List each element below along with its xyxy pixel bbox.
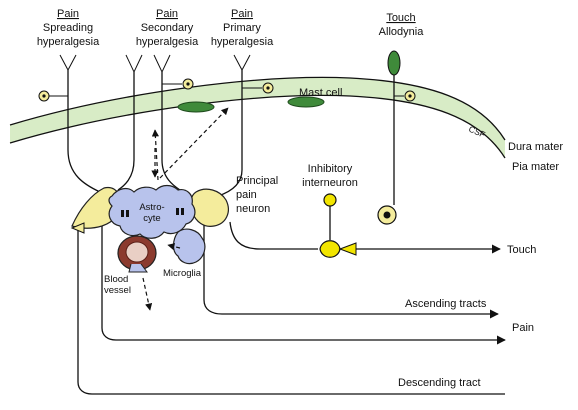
principal-neuron-label: pain bbox=[236, 189, 257, 201]
pia-mater-label: Pia mater bbox=[512, 161, 559, 173]
tract-pain bbox=[101, 225, 506, 345]
inhibitory-interneuron-label: Inhibitory bbox=[308, 163, 353, 175]
mast-cell-label: Mast cell bbox=[299, 87, 342, 99]
principal-neuron-label: Principal bbox=[236, 175, 278, 187]
pia-mater-line bbox=[9, 94, 506, 159]
principal-neuron-label: neuron bbox=[236, 203, 270, 215]
svg-text:cyte: cyte bbox=[143, 213, 160, 224]
header-touch: Touch Allodynia bbox=[379, 12, 425, 38]
astrocyte: Astro- cyte bbox=[108, 184, 196, 239]
inhibitory-interneuron-label: interneuron bbox=[302, 177, 358, 189]
output-ascending-label: Ascending tracts bbox=[405, 298, 487, 310]
svg-text:Primary: Primary bbox=[223, 22, 261, 34]
gap-junction-left bbox=[121, 210, 129, 217]
svg-text:hyperalgesia: hyperalgesia bbox=[211, 36, 274, 48]
svg-text:Pain: Pain bbox=[156, 8, 178, 20]
mast-cell bbox=[177, 101, 215, 113]
afferent-secondary-b bbox=[153, 54, 194, 191]
afferent-touch bbox=[377, 50, 416, 225]
dura-mater-line bbox=[9, 76, 506, 141]
tract-descending bbox=[77, 228, 505, 395]
svg-text:hyperalgesia: hyperalgesia bbox=[37, 36, 100, 48]
svg-text:hyperalgesia: hyperalgesia bbox=[136, 36, 199, 48]
header-spreading: Pain Spreading hyperalgesia bbox=[37, 8, 100, 48]
dashed-arrow-up-right bbox=[159, 107, 229, 179]
mast-cell bbox=[287, 96, 325, 108]
svg-text:Secondary: Secondary bbox=[141, 22, 194, 34]
blood-vessel bbox=[117, 235, 157, 273]
dura-mater-label: Dura mater bbox=[508, 141, 563, 153]
synapse-terminal bbox=[70, 222, 85, 234]
svg-text:Touch: Touch bbox=[386, 12, 415, 24]
inhibitory-interneuron bbox=[319, 193, 357, 258]
svg-text:Pain: Pain bbox=[57, 8, 79, 20]
microglia bbox=[172, 228, 206, 265]
tract-ascending bbox=[203, 218, 499, 319]
header-secondary: Pain Secondary hyperalgesia bbox=[136, 8, 199, 48]
svg-text:Allodynia: Allodynia bbox=[379, 26, 425, 38]
blood-vessel-label: Blood bbox=[104, 274, 128, 285]
svg-text:Astro-: Astro- bbox=[139, 202, 164, 213]
svg-text:Spreading: Spreading bbox=[43, 22, 93, 34]
gap-junction-right bbox=[176, 208, 184, 215]
microglia-label: Microglia bbox=[163, 268, 202, 279]
output-descending-label: Descending tract bbox=[398, 377, 481, 389]
output-pain-label: Pain bbox=[512, 322, 534, 334]
svg-text:Pain: Pain bbox=[231, 8, 253, 20]
afferent-spreading bbox=[38, 54, 101, 193]
dashed-arrow-microglia bbox=[167, 243, 181, 251]
dashed-arrow-from-vessel bbox=[142, 277, 153, 311]
header-primary: Pain Primary hyperalgesia bbox=[211, 8, 274, 48]
afferent-secondary-a bbox=[117, 54, 143, 191]
touch-to-principal bbox=[229, 221, 318, 250]
output-touch-label: Touch bbox=[507, 244, 536, 256]
blood-vessel-label: vessel bbox=[104, 285, 131, 296]
